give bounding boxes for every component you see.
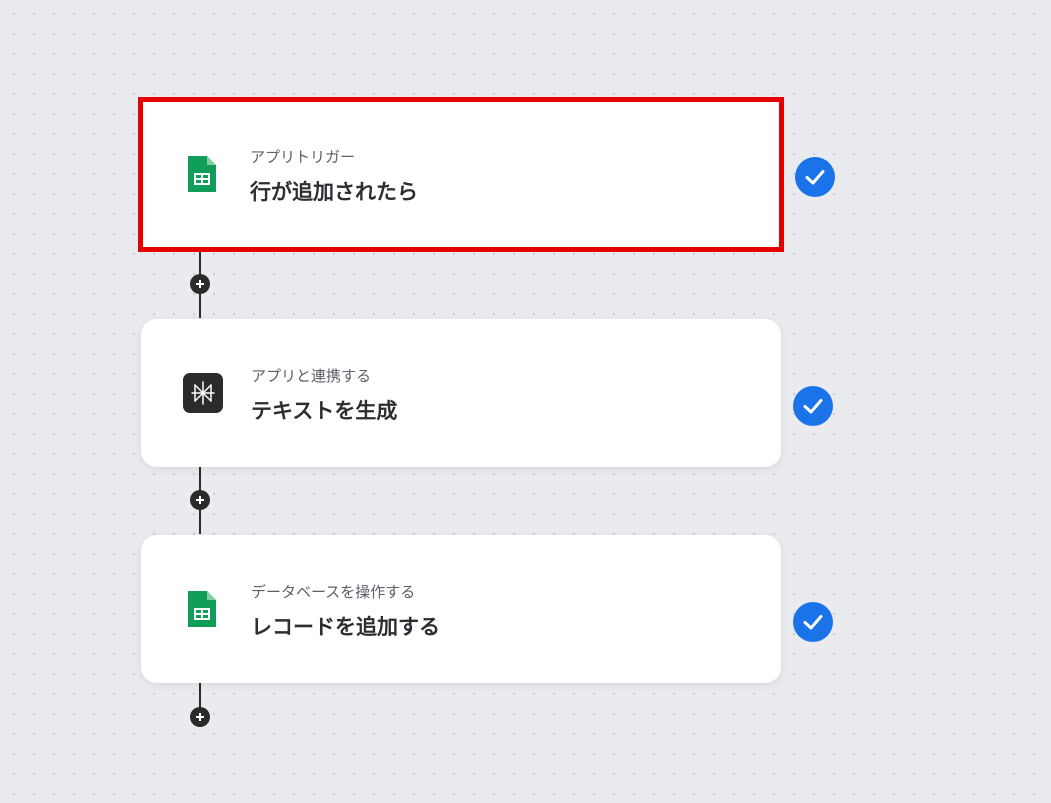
add-step-button[interactable] bbox=[190, 274, 210, 294]
step-title: 行が追加されたら bbox=[250, 180, 418, 204]
step-title: テキストを生成 bbox=[251, 399, 398, 423]
step-card-trigger[interactable]: アプリトリガー 行が追加されたら bbox=[138, 97, 784, 252]
google-sheets-icon bbox=[183, 589, 221, 629]
check-icon bbox=[793, 386, 833, 426]
ai-text-generator-icon bbox=[183, 373, 223, 413]
step-type-label: アプリと連携する bbox=[251, 367, 372, 385]
google-sheets-icon bbox=[183, 154, 221, 194]
add-step-button[interactable] bbox=[190, 490, 210, 510]
check-icon bbox=[795, 157, 835, 197]
step-type-label: アプリトリガー bbox=[250, 148, 356, 166]
step-card-generate-text[interactable]: アプリと連携する テキストを生成 bbox=[141, 319, 781, 467]
step-card-add-record[interactable]: データベースを操作する レコードを追加する bbox=[141, 535, 781, 683]
step-title: レコードを追加する bbox=[251, 615, 440, 639]
connector-line bbox=[199, 683, 201, 713]
add-step-button[interactable] bbox=[190, 707, 210, 727]
step-type-label: データベースを操作する bbox=[251, 583, 416, 601]
check-icon bbox=[793, 602, 833, 642]
